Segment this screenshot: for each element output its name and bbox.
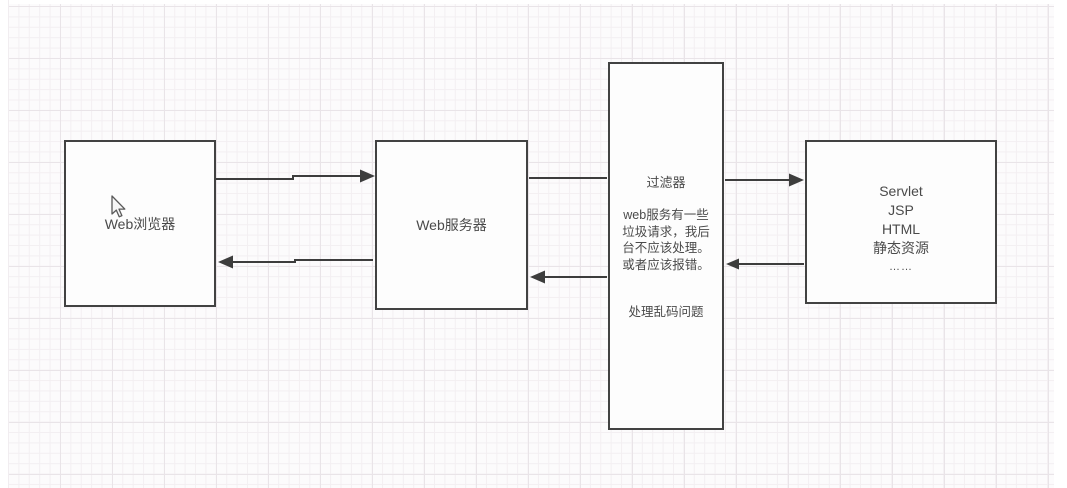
filter-description-line: 或者应该报错。 — [622, 257, 710, 272]
backend-resource-list: Servlet JSP HTML 静态资源 …… — [873, 182, 929, 277]
node-backend-resources[interactable]: Servlet JSP HTML 静态资源 …… — [805, 140, 997, 304]
backend-resource-ellipsis: …… — [889, 261, 913, 273]
connector-browser-to-server[interactable] — [216, 169, 375, 183]
arrowhead-left-icon — [218, 255, 233, 269]
connector-line — [216, 175, 362, 180]
connector-line — [231, 259, 373, 263]
arrowhead-right-icon — [360, 169, 375, 183]
filter-description-line: 垃圾请求，我后 — [622, 224, 710, 239]
filter-title: 过滤器 — [646, 175, 686, 190]
backend-resource-item: HTML — [881, 221, 921, 237]
connector-backend-to-filter[interactable] — [726, 258, 804, 270]
node-web-browser[interactable]: Web浏览器 — [64, 140, 216, 307]
connector-filter-to-backend[interactable] — [725, 173, 804, 187]
arrowhead-right-icon — [789, 173, 804, 187]
backend-resource-item: JSP — [888, 202, 914, 218]
node-web-server[interactable]: Web服务器 — [375, 140, 528, 310]
canvas-margin-right — [1054, 0, 1067, 488]
arrowhead-left-icon — [726, 258, 739, 270]
canvas-margin-left — [0, 0, 9, 488]
filter-description-line: web服务有一些 — [623, 208, 709, 222]
filter-description: web服务有一些 垃圾请求，我后 台不应该处理。 或者应该报错。 — [622, 207, 710, 273]
node-filter[interactable]: 过滤器 web服务有一些 垃圾请求，我后 台不应该处理。 或者应该报错。 处理乱… — [608, 62, 724, 430]
connector-server-to-browser[interactable] — [218, 255, 373, 269]
backend-resource-item: Servlet — [879, 183, 923, 199]
filter-note: 处理乱码问题 — [628, 305, 704, 319]
web-browser-label: Web浏览器 — [104, 215, 176, 232]
connector-filter-to-server[interactable] — [530, 270, 607, 284]
canvas-margin-top — [0, 0, 1067, 4]
arrowhead-left-icon — [530, 270, 545, 284]
filter-description-line: 台不应该处理。 — [622, 241, 710, 255]
backend-resource-item: 静态资源 — [873, 240, 929, 256]
web-server-label: Web服务器 — [416, 217, 487, 233]
